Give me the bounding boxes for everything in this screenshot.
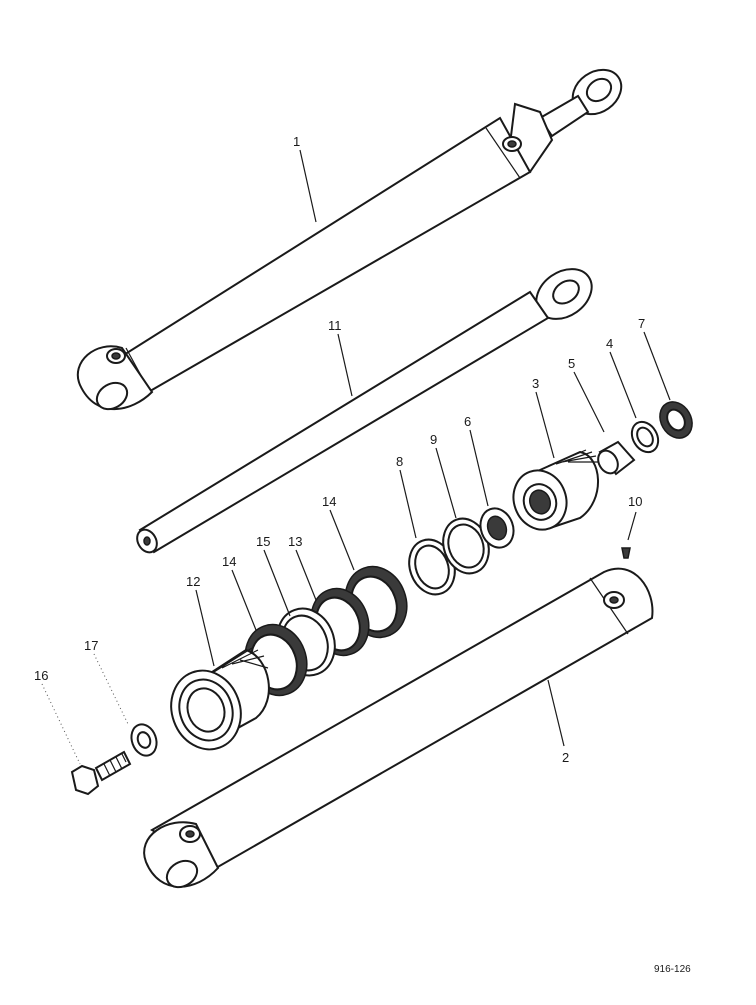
callout-labels: 1 2 3 4 5 6 7 8 9 10 11 12 13 14 14 15 1…: [34, 134, 645, 765]
part-5-bushing: [597, 440, 636, 476]
part-7-wiper: [659, 401, 693, 439]
callout-7: 7: [638, 316, 645, 331]
part-11-piston-rod: [136, 268, 593, 554]
part-8-ring: [408, 538, 456, 596]
callout-10: 10: [628, 494, 642, 509]
callout-16: 16: [34, 668, 48, 683]
part-17-washer: [130, 723, 158, 757]
callout-14-left: 14: [222, 554, 236, 569]
callout-17: 17: [84, 638, 98, 653]
part-3-cylinder-head: [512, 449, 600, 531]
part-12-piston: [170, 647, 270, 751]
callout-13: 13: [288, 534, 302, 549]
leader-lines: [41, 149, 671, 765]
part-10-grease-fitting: [621, 547, 631, 559]
callout-1: 1: [293, 134, 300, 149]
callout-2: 2: [562, 750, 569, 765]
callout-15: 15: [256, 534, 270, 549]
callout-14-right: 14: [322, 494, 336, 509]
part-6-ring: [479, 507, 515, 549]
callout-11: 11: [328, 318, 342, 333]
callout-6: 6: [464, 414, 471, 429]
callout-3: 3: [532, 376, 539, 391]
part-9-ring: [442, 517, 490, 575]
reference-code: 916-126: [654, 964, 691, 975]
part-2-cylinder-barrel: [143, 567, 654, 889]
callout-9: 9: [430, 432, 437, 447]
part-1-assembled-cylinder: [77, 68, 623, 411]
part-16-bolt: [70, 750, 132, 796]
callout-5: 5: [568, 356, 575, 371]
callout-4: 4: [606, 336, 613, 351]
callout-12: 12: [186, 574, 200, 589]
callout-8: 8: [396, 454, 403, 469]
part-4-seal: [630, 420, 660, 454]
